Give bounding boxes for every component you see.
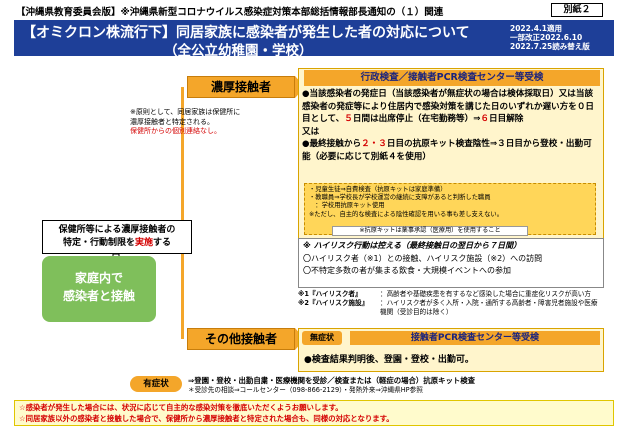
detail-line-4: ※ただし、自主的な検査による陰性確認を用いる事も差し支えない。 [309,210,503,218]
household-line-1: 家庭内で [74,271,123,285]
revision-date-1: 2022.4.1適用 [510,24,563,33]
high-risk-item-1: 〇ハイリスク者（※1）との接触、ハイリスク施設（※2）への訪問 [303,253,543,263]
antigen-kit-note: ※抗原キットは薬事承認（医療用）を使用すること [332,226,528,236]
other-pcr-header: 接触者PCR検査センター等受検 [350,331,600,345]
no-symptom-tag: 無症状 [302,331,342,345]
close-contact-tag: 濃厚接触者 [187,76,295,98]
definition-value-1: ：高齢者や基礎疾患を有するなど感染した場合に重症化リスクが高い方 [380,290,591,298]
other-contact-tag: その他接触者 [187,328,295,350]
title-banner: 【オミクロン株流行下】同居家族に感染者が発生した者の対応について （全公立幼稚園… [14,20,614,59]
revision-date-3: 2022.7.25読み替え版 [510,42,590,51]
definitions: ※1『ハイリスク者』 ：高齢者や基礎疾患を有するなど感染した場合に重症化リスクが高… [298,290,604,316]
instruction-1: ●当該感染者の発症日（当該感染者が無症状の場合は検体採取日）又は当該感染者の発症… [302,88,600,126]
or-label: 又は [302,126,320,137]
high-risk-box: ※ ハイリスク行動は控える（最終接触日の翌日から７日間） 〇ハイリスク者（※1）… [298,238,604,288]
instruction-1-days: ５ [344,114,353,125]
household-line-2: 感染者と接触 [62,289,135,303]
symptomatic-line-2: ＊受診先の相談⇒コールセンター（098-866-2129）・発熱外来⇒沖縄県HP… [188,385,423,394]
definition-key-1: ※1『ハイリスク者』 [298,290,362,298]
banner-title: 【オミクロン株流行下】同居家族に感染者が発生した者の対応について [22,25,470,41]
detail-line-1: ・児童生徒⇒自費検査（抗原キットは家庭準備） [309,186,447,193]
restriction-text: 特定・行動制限を [62,238,135,248]
flow-connector [181,87,184,339]
note-line-2: 濃厚接触者と特定される。 [130,117,214,126]
restriction-line-2: 特定・行動制限を実施する [43,237,191,250]
banner-subtitle: （全公立幼稚園・学校） [164,43,313,59]
pcr-test-header: 行政検査／接触者PCR検査センター等受検 [304,70,600,86]
instruction-2-text: ●最終接触から [302,139,362,150]
revision-date-2: 一部改正2022.6.10 [510,33,583,42]
detail-line-3: ：学校用抗原キット使用 [309,202,385,210]
other-contact-instruction: ●検査結果判明後、登園・登校・出勤可。 [304,355,474,365]
restriction-highlight: 実施 [134,238,153,248]
household-contact-box: 家庭内で 感染者と接触 [42,256,156,322]
footer-notes: ☆感染者が発生した場合には、状況に応じて自主的な感染対策を徹底いただくようお願い… [14,400,614,426]
note-line-3: 保健所からの個別連絡なし。 [130,127,221,135]
symptomatic-instructions: ⇒登園・登校・出勤自粛・医療機関を受診／検査または（軽症の場合）抗原キット検査 … [188,376,588,395]
symptomatic-line-1: ⇒登園・登校・出勤自粛・医療機関を受診／検査または（軽症の場合）抗原キット検査 [188,376,476,385]
instruction-2-end: 日目の抗原キット検査陰性⇒３日目から登校・出勤可能（必要に応じて別紙４を使用） [302,139,592,162]
close-contact-instructions: ●当該感染者の発症日（当該感染者が無症状の場合は検体採取日）又は当該感染者の発症… [302,88,600,164]
instruction-1-end: 日目解除 [489,114,524,125]
instruction-1-text: ●当該感染者の発症日（当該感染者が無症状の場合は検体採取日）又は当該感染者の発症… [302,89,595,125]
high-risk-item-2: 〇不特定多数の者が集まる飲食・大規模イベントへの参加 [303,266,511,275]
restriction-box: 保健所等による濃厚接触者の 特定・行動制限を実施する [42,220,192,254]
instruction-1-day6: ６ [480,114,490,125]
close-contact-note: ※原則として、同居家族は保健所に 濃厚接触者と特定される。 保健所からの個別連絡… [130,108,280,137]
revision-dates: 2022.4.1適用 一部改正2022.6.10 2022.7.25読み替え版 [510,24,590,51]
footer-line-2: ☆同居家族以外の感染者と接触した場合で、保健所から濃厚接触者と特定された場合も、… [19,414,394,423]
high-risk-title: ※ ハイリスク行動は控える（最終接触日の翌日から７日間） [303,241,522,250]
definition-value-2: ：ハイリスク者が多く入所・入院・通所する高齢者・障害児者施設や医療機関（受診目的… [380,298,598,316]
restriction-line-1: 保健所等による濃厚接触者の [58,225,176,235]
definition-row: ※1『ハイリスク者』 ：高齢者や基礎疾患を有するなど感染した場合に重症化リスクが高… [298,290,604,299]
definition-row: ※2『ハイリスク施設』 ：ハイリスク者が多く入所・入院・通所する高齢者・障害児者施… [298,299,604,317]
document-header: 【沖縄県教育委員会版】※沖縄県新型コロナウイルス感染症対策本部総括情報部長通知の… [16,7,444,18]
definition-key-2: ※2『ハイリスク施設』 [298,298,369,307]
instruction-2-days: ２・３ [361,139,387,150]
footer-line-1: ☆感染者が発生した場合には、状況に応じて自主的な感染対策を徹底いただくようお願い… [19,403,343,412]
detail-line-2: ・教職員⇒学校長が学校運営の継続に支障があると判断した職員 [309,194,491,202]
restriction-text-end: する [153,238,172,248]
attachment-label: 別紙２ [551,3,603,17]
symptomatic-tag: 有症状 [130,376,182,392]
instruction-1-mid: 日間は出席停止（在宅勤務等）⇒ [352,114,481,125]
instruction-2: ●最終接触から２・３日目の抗原キット検査陰性⇒３日目から登校・出勤可能（必要に応… [302,138,600,163]
note-line-1: ※原則として、同居家族は保健所に [130,108,241,116]
